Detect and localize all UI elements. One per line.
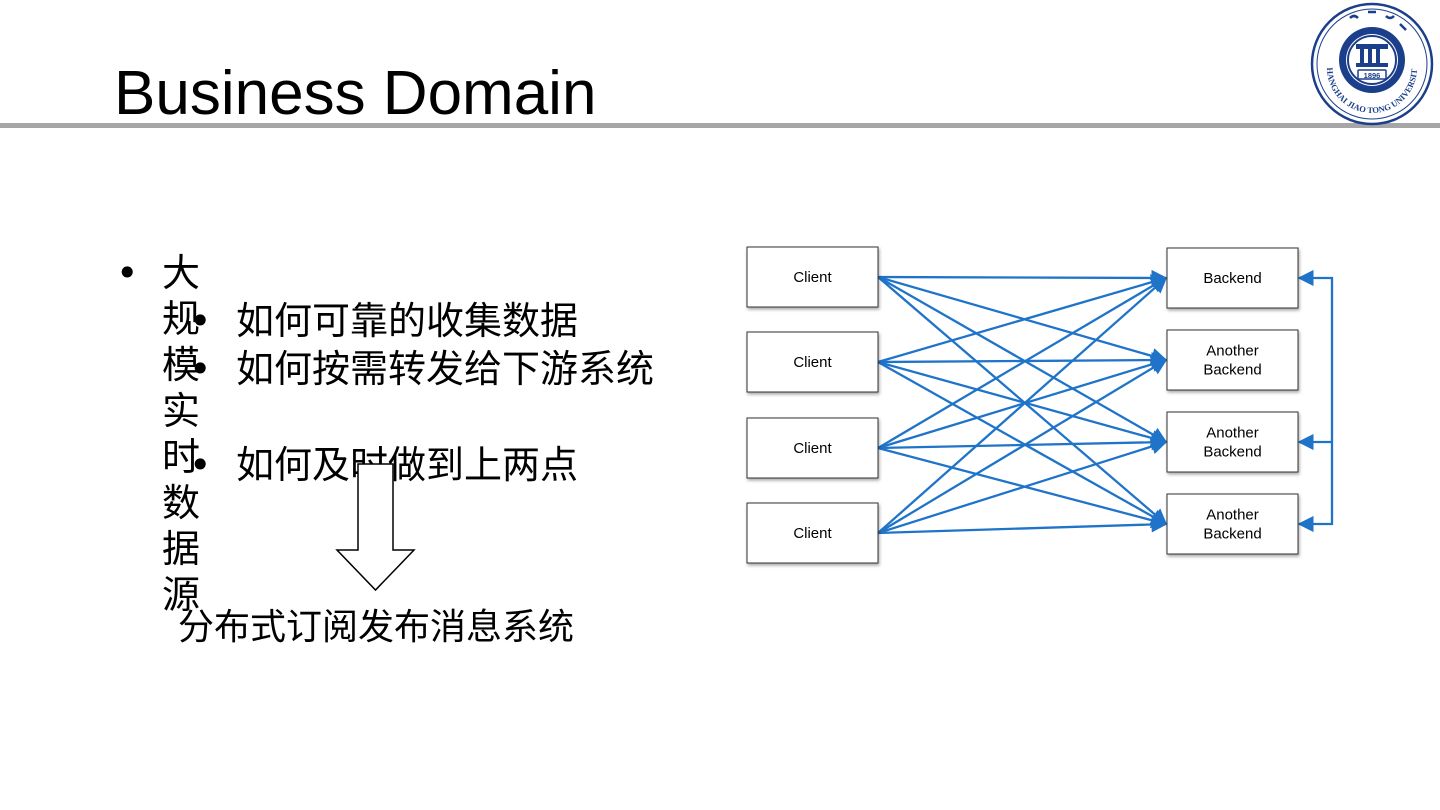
client-node: Client: [746, 502, 879, 564]
backend-box: [1166, 411, 1299, 473]
backend-box: [1166, 247, 1299, 309]
client-backend-link: [877, 359, 1168, 534]
client-label: Client: [793, 440, 832, 457]
client-label: Client: [793, 269, 832, 286]
backend-nodes: BackendAnotherBackendAnotherBackendAnoth…: [1166, 247, 1299, 555]
university-logo: SHANGHAI JIAO TONG UNIVERSITY 1896: [1310, 2, 1434, 126]
client-backend-link: [877, 269, 1168, 286]
sub-bullet-item: 如何可靠的收集数据: [236, 299, 579, 343]
conclusion-caption: 分布式订阅发布消息系统: [178, 607, 575, 648]
backend-box: [1166, 329, 1299, 391]
backend-label: Another: [1206, 425, 1259, 442]
client-backend-link: [877, 434, 1168, 451]
client-backend-link: [877, 277, 1168, 449]
slide-title: Business Domain: [114, 59, 597, 128]
title-divider: [0, 123, 1440, 128]
sub-bullet-item: 如何及时做到上两点: [236, 443, 579, 487]
backend-label: Another: [1206, 507, 1259, 524]
client-box: [746, 417, 879, 479]
backend-label: Backend: [1203, 362, 1261, 379]
client-backend-link: [877, 352, 1168, 369]
client-box: [746, 502, 879, 564]
backend-label: Backend: [1203, 444, 1261, 461]
bullet-marker: •: [116, 251, 139, 295]
bullet-marker: •: [189, 347, 212, 391]
logo-year: 1896: [1364, 71, 1381, 80]
client-node: Client: [746, 417, 879, 479]
client-backend-link: [877, 276, 1168, 534]
client-label: Client: [793, 354, 832, 371]
down-arrow: [335, 463, 416, 592]
client-node: Client: [746, 246, 879, 308]
client-node: Client: [746, 331, 879, 393]
client-backend-link: [877, 274, 1168, 364]
backend-box: [1166, 493, 1299, 555]
client-backend-link: [877, 438, 1168, 535]
sub-bullet-item: 如何按需转发给下游系统: [236, 347, 655, 391]
backend-label: Another: [1206, 343, 1259, 360]
backend-label: Backend: [1203, 526, 1261, 543]
connection-lines: [877, 269, 1168, 535]
client-backend-link: [877, 360, 1168, 446]
backend-node: Backend: [1166, 247, 1299, 309]
bullet-item: 大规模实时数据源: [162, 251, 201, 617]
client-backend-link: [877, 360, 1168, 526]
backend-sync-line: [1297, 269, 1334, 533]
client-backend-link: [877, 276, 1168, 443]
bullet-marker: •: [189, 443, 212, 487]
client-backend-link: [877, 446, 1168, 529]
backend-label: Backend: [1203, 270, 1261, 287]
bullet-marker: •: [189, 299, 212, 343]
client-backend-link: [877, 275, 1168, 364]
client-backend-link: [877, 276, 1168, 526]
backend-bus: [1297, 269, 1334, 533]
client-box: [746, 331, 879, 393]
client-box: [746, 246, 879, 308]
client-label: Client: [793, 525, 832, 542]
client-backend-link: [877, 516, 1168, 535]
